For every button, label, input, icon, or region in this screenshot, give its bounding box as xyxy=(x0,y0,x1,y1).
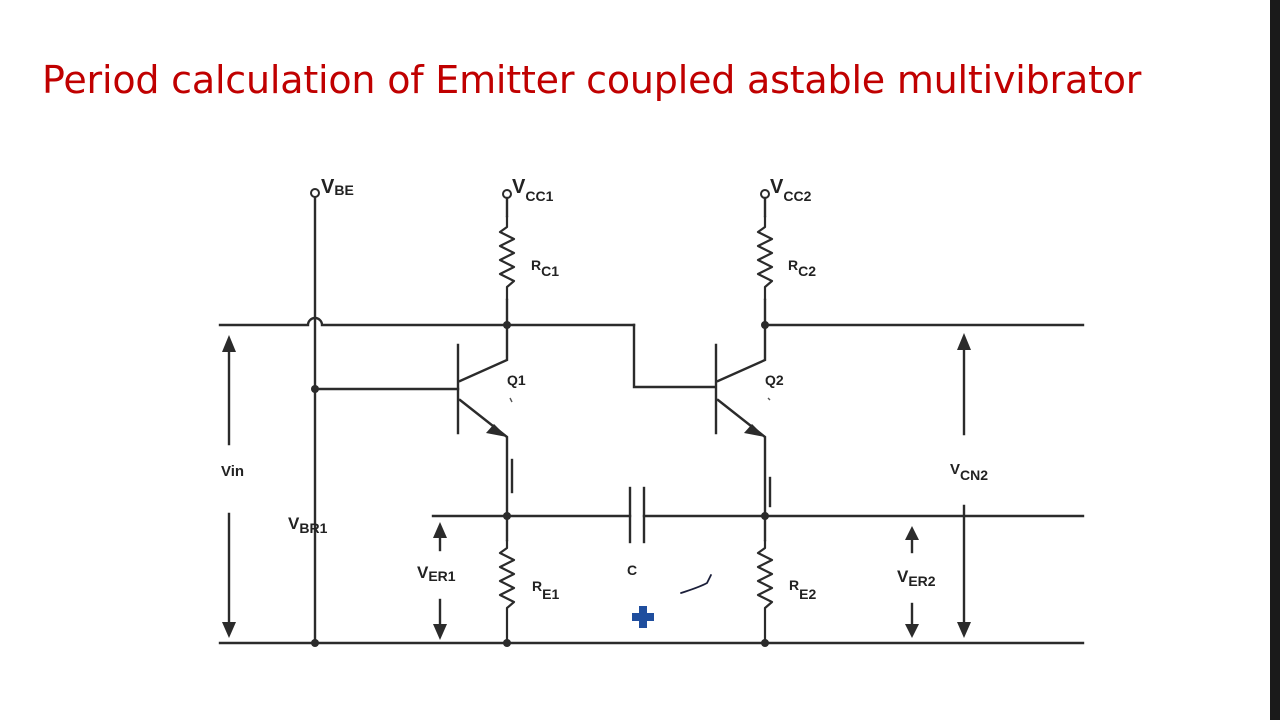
q1-emitter-arrow-icon xyxy=(486,424,507,437)
q2-label: Q2 xyxy=(765,372,784,388)
cursor-plus-icon xyxy=(632,606,654,628)
re2-label: RE2 xyxy=(789,577,816,602)
arrow-down-icon xyxy=(957,622,971,638)
arrow-up-icon xyxy=(957,333,971,350)
vin-label: Vin xyxy=(221,463,244,480)
arrow-up-icon xyxy=(905,526,919,540)
q1-collector-wire xyxy=(458,298,509,383)
q1-emitter-wire xyxy=(458,398,509,542)
wires xyxy=(218,191,1085,645)
rc1-label: RC1 xyxy=(531,257,559,279)
vcc2-label: VCC2 xyxy=(770,176,812,204)
junction-dot xyxy=(503,512,511,520)
q2-emitter-wire xyxy=(716,398,767,542)
annotation-stroke xyxy=(680,574,712,594)
window-edge xyxy=(1270,0,1280,720)
annotation-tick xyxy=(509,397,513,403)
junction-dot xyxy=(761,639,769,647)
ver1-label: VER1 xyxy=(417,563,456,584)
transistor-q2 xyxy=(714,343,765,437)
junction-dot xyxy=(761,321,769,329)
resistor-rc2 xyxy=(756,216,774,300)
junction-dot xyxy=(761,512,769,520)
q2-emitter-arrow-icon xyxy=(744,424,765,437)
resistor-rc1 xyxy=(498,216,516,300)
arrow-up-icon xyxy=(433,522,447,538)
junction-dot xyxy=(311,385,319,393)
arrow-down-icon xyxy=(222,622,236,638)
q1-label: Q1 xyxy=(507,372,526,388)
arrow-down-icon xyxy=(433,624,447,640)
top-rail-left xyxy=(218,316,636,327)
rc2-label: RC2 xyxy=(788,257,816,279)
re1-label: RE1 xyxy=(532,578,559,602)
arrow-up-icon xyxy=(222,335,236,352)
vin-arrow xyxy=(222,335,236,638)
ver2-label: VER2 xyxy=(897,567,936,589)
resistor-re1 xyxy=(498,540,516,643)
vbe-label: VBE xyxy=(321,176,354,198)
vbe-terminal-icon xyxy=(310,188,320,198)
vbr1-label: VBR1 xyxy=(288,514,328,536)
vcn2-arrow xyxy=(957,333,971,638)
junctions xyxy=(311,321,769,647)
capacitor xyxy=(628,486,646,544)
capacitor-label: C xyxy=(627,562,637,578)
transistor-q1 xyxy=(456,343,507,437)
annotation-tick xyxy=(767,397,771,401)
resistor-re2 xyxy=(756,540,774,643)
slide-title: Period calculation of Emitter coupled as… xyxy=(42,58,1142,102)
vcc1-label: VCC1 xyxy=(512,176,554,204)
arrow-down-icon xyxy=(905,624,919,638)
junction-dot xyxy=(503,321,511,329)
q2-collector-wire xyxy=(716,298,767,383)
junction-dot xyxy=(503,639,511,647)
junction-dot xyxy=(311,639,319,647)
labels: VBE VCC1 VCC2 RC1 RC2 RE1 RE2 Q1 Q2 C Vi… xyxy=(221,176,988,602)
q2-base-wire xyxy=(632,323,717,389)
ver1-arrow xyxy=(433,522,447,640)
ver2-arrow xyxy=(905,526,919,638)
vcn2-label: VCN2 xyxy=(950,461,988,483)
